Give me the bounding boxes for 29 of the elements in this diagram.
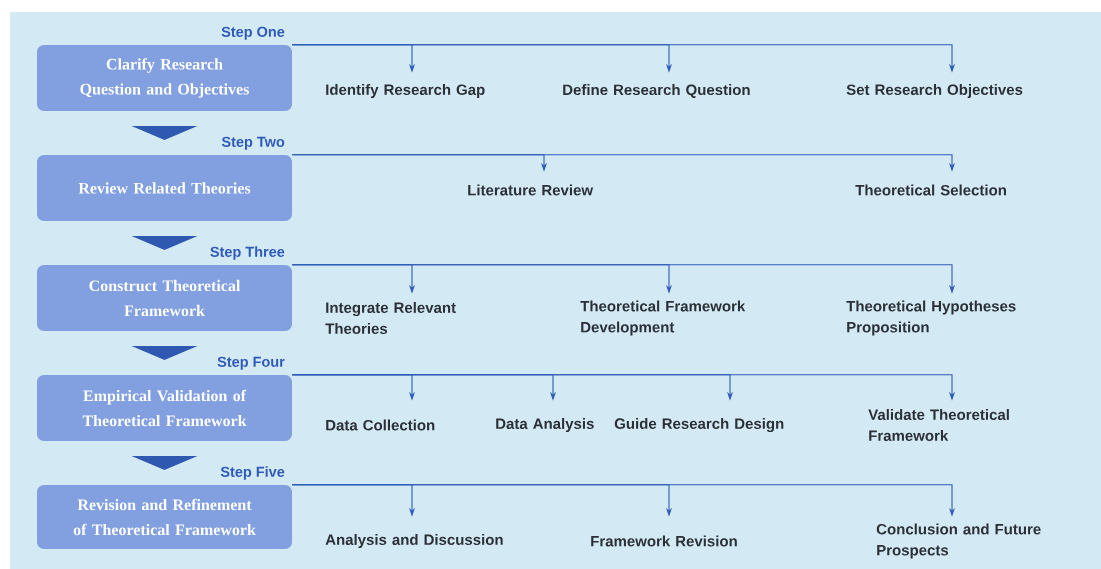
step-box: Construct Theoretical Framework [37, 265, 292, 331]
step-item: Framework Revision [591, 535, 737, 547]
step-item: Set Research Objectives [846, 84, 1023, 98]
step-item: Identify Research Gap [326, 84, 485, 98]
step-item: Conclusion and Future Prospects [876, 523, 1041, 559]
step-item: Data Analysis [496, 418, 594, 432]
step-box: Review Related Theories [37, 155, 292, 221]
step-label: Step Two [221, 136, 285, 150]
step-label: Step One [221, 26, 285, 40]
step-box: Empirical Validation of Theoretical Framework [37, 375, 292, 441]
step-item: Literature Review [468, 184, 594, 196]
step-label: Step Five [220, 466, 285, 480]
step-item: Define Research Question [563, 84, 750, 98]
step-item: Integrate Relevant Theories [325, 302, 456, 334]
step-item: Analysis and Discussion [325, 534, 503, 548]
chevron-arrow [131, 126, 198, 140]
step-box: Revision and Refinement of Theoretical Framework [37, 485, 292, 549]
chevron-arrow [131, 456, 198, 470]
step-label: Step Four [217, 356, 285, 370]
step-box: Clarify Research Question and Objectives [37, 45, 292, 111]
step-item: Theoretical Hypotheses Proposition [846, 300, 1016, 336]
step-item: Theoretical Selection [855, 184, 1006, 196]
chevron-arrow [131, 346, 198, 360]
step-item: Validate Theoretical Framework [868, 409, 1009, 441]
step-item: Theoretical Framework Development [580, 300, 746, 336]
chevron-arrow [131, 236, 198, 250]
step-label: Step Three [210, 246, 285, 260]
step-item: Data Collection [326, 419, 435, 431]
step-item: Guide Research Design [614, 417, 784, 432]
